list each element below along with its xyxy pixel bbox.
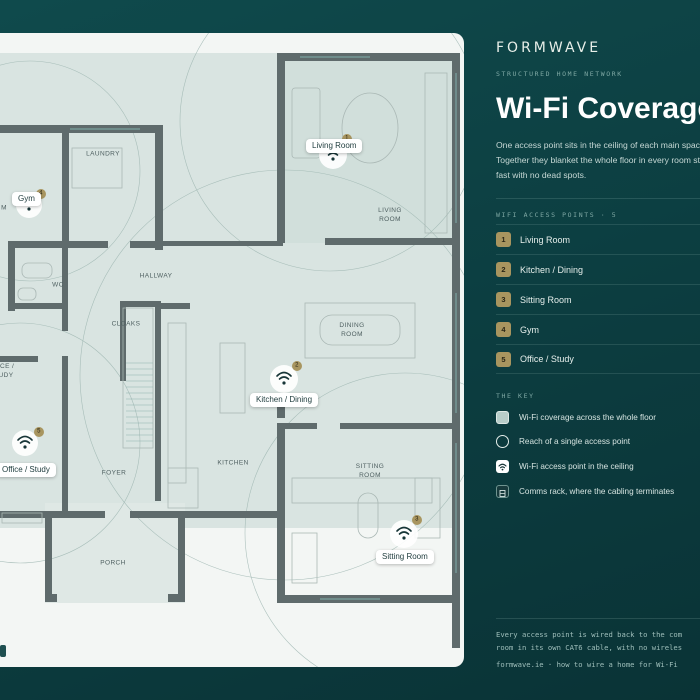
room-label-hallway: HALLWAY xyxy=(139,272,173,280)
room-label-sitting: SITTING ROOM xyxy=(355,463,385,479)
ap-badge-living: 1 xyxy=(345,135,349,144)
ap-label-sitting[interactable]: Sitting Room xyxy=(376,550,434,564)
room-label-living: LIVING ROOM xyxy=(378,207,402,223)
ap-badge-sitting: 3 xyxy=(415,516,419,523)
room-label-dining: DINING ROOM xyxy=(339,322,365,338)
info-panel: FORMWAVE STRUCTURED HOME NETWORK Wi-Fi C… xyxy=(496,0,700,700)
room-label-gym: M xyxy=(1,204,7,212)
room-label-kitchen: KITCHEN xyxy=(217,459,249,467)
eyebrow: STRUCTURED HOME NETWORK xyxy=(496,70,623,78)
brand-logo[interactable]: FORMWAVE xyxy=(496,40,602,56)
ap-badge-gym: 4 xyxy=(39,190,43,197)
key-heading: THE KEY xyxy=(496,392,535,400)
ap-number-badge: 4 xyxy=(496,322,511,337)
ap-list-item-2[interactable]: 2 Kitchen / Dining xyxy=(496,254,700,284)
key-item-rack: Comms rack, where the cabling terminates xyxy=(496,484,674,498)
room-label-laundry: LAUNDRY xyxy=(86,150,120,158)
ap-list-item-1[interactable]: 1 Living Room xyxy=(496,224,700,254)
ap-marker-kitchen xyxy=(270,361,302,393)
key-label: Wi-Fi access point in the ceiling xyxy=(519,461,634,471)
floor-plan-card: 1 4 2 5 3 Living Room Gym Kitchen / Dini… xyxy=(0,33,464,667)
comms-rack-icon xyxy=(496,484,509,498)
key-item-reach: Reach of a single access point xyxy=(496,434,630,448)
ap-badge-office: 5 xyxy=(37,428,41,435)
furniture xyxy=(1,72,448,584)
ap-label-office[interactable]: Office / Study xyxy=(0,463,56,477)
ap-badge-kitchen: 2 xyxy=(295,362,299,369)
page-title: Wi-Fi Coverage xyxy=(496,92,700,125)
footer-line-1: Every access point is wired back to the … xyxy=(496,630,683,639)
key-label: Wi-Fi coverage across the whole floor xyxy=(519,412,656,422)
ap-number-badge: 3 xyxy=(496,292,511,307)
ap-label-living[interactable]: Living Room xyxy=(306,139,363,153)
ap-list-item-5[interactable]: 5 Office / Study xyxy=(496,344,700,374)
footer-link[interactable]: formwave.ie · how to wire a home for Wi-… xyxy=(496,660,678,669)
ap-number-badge: 2 xyxy=(496,262,511,277)
ap-marker-office xyxy=(12,427,44,456)
wifi-icon xyxy=(496,459,509,473)
ap-list-label: Kitchen / Dining xyxy=(520,264,584,275)
access-points-heading: WIFI ACCESS POINTS · 5 xyxy=(496,211,618,219)
room-label-foyer: FOYER xyxy=(101,469,127,477)
footer-line-2: room in its own CAT6 cable, with no wire… xyxy=(496,643,683,652)
divider xyxy=(496,198,700,199)
key-item-wifi: Wi-Fi access point in the ceiling xyxy=(496,459,634,473)
ap-list-label: Gym xyxy=(520,324,539,335)
ap-number-badge: 1 xyxy=(496,232,511,247)
intro-text: One access point sits in the ceiling of … xyxy=(496,140,700,180)
ap-number-badge: 5 xyxy=(496,351,511,367)
comms-rack-icon xyxy=(0,645,6,657)
room-label-wc: WC xyxy=(52,281,64,289)
room-label-cloaks: CLOAKS xyxy=(111,320,141,328)
ap-list-item-4[interactable]: 4 Gym xyxy=(496,314,700,344)
room-label-porch: PORCH xyxy=(100,559,126,567)
key-label: Reach of a single access point xyxy=(519,436,631,446)
ap-label-gym[interactable]: Gym xyxy=(12,192,41,206)
ap-marker-sitting xyxy=(390,515,422,548)
ap-list-item-3[interactable]: 3 Sitting Room xyxy=(496,284,700,314)
key-item-coverage: Wi-Fi coverage across the whole floor xyxy=(496,410,656,424)
reach-circle-icon xyxy=(496,434,509,448)
key-label: Comms rack, where the cabling terminates xyxy=(519,486,675,496)
coverage-swatch-icon xyxy=(496,410,509,424)
ap-list-label: Office / Study xyxy=(520,354,574,364)
ap-list-label: Living Room xyxy=(520,234,571,245)
floor-plan-drawing xyxy=(0,33,464,667)
divider xyxy=(496,618,700,619)
ap-label-kitchen[interactable]: Kitchen / Dining xyxy=(250,393,319,407)
room-label-office: ICE / UDY xyxy=(0,363,15,379)
ap-list-label: Sitting Room xyxy=(520,294,572,305)
